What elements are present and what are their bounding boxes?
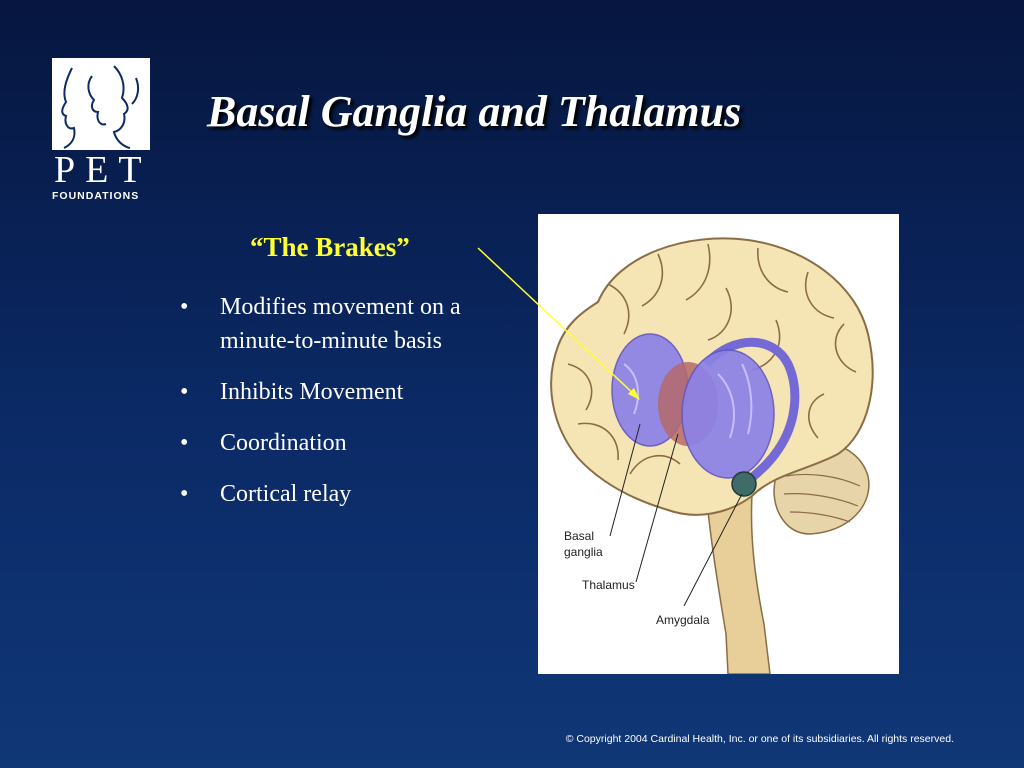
label-basal-line1: Basal [564,529,594,543]
bullet-icon: • [180,294,189,320]
bullet-text: Modifies movement on a minute-to-minute … [220,294,461,354]
amygdala-shape [731,471,757,497]
label-amygdala: Amygdala [656,613,710,627]
brain-diagram: Basal ganglia Thalamus Amygdala [538,214,899,674]
amygdala-leader [683,493,743,607]
brainstem-shape [705,491,771,674]
basal-ganglia-leader [609,423,641,537]
logo-wordmark: PET [54,149,152,191]
bullet-icon: • [180,379,189,405]
bullet-text: Inhibits Movement [220,379,404,405]
caudate-tail-shape [702,337,800,489]
label-basal-line2: ganglia [564,545,603,559]
cerebellum-folds [783,473,861,523]
pet-foundations-logo: PET FOUNDATIONS [52,58,153,202]
bullet-icon: • [180,430,189,456]
basal-ganglia-right-shape [681,349,775,479]
label-thalamus: Thalamus [582,578,635,592]
bullet-item: • Inhibits Movement [180,375,470,409]
bullet-item: • Modifies movement on a minute-to-minut… [180,290,470,358]
slide-title: Basal Ganglia and Thalamus [207,87,742,136]
bullet-text: Cortical relay [220,481,352,507]
bullet-text: Coordination [220,430,347,456]
faces-logo-icon [52,58,150,150]
logo-subtitle: FOUNDATIONS [52,190,140,202]
thalamus-leader [635,433,679,583]
bullet-icon: • [180,481,189,507]
bullet-item: • Coordination [180,426,470,460]
brain-illustration: Basal ganglia Thalamus Amygdala [550,237,874,674]
copyright-notice: © Copyright 2004 Cardinal Health, Inc. o… [565,733,954,745]
bullet-item: • Cortical relay [180,477,470,511]
bullet-list: • Modifies movement on a minute-to-minut… [180,290,470,528]
slide-subtitle: “The Brakes” [250,232,410,262]
